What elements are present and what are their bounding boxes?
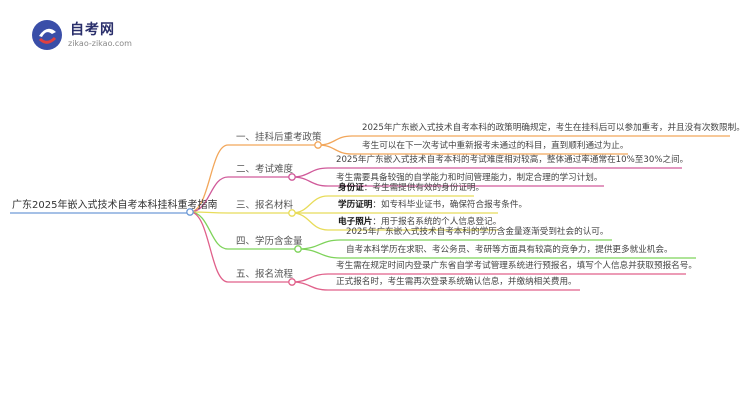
connector-b1-l1 — [317, 135, 730, 146]
leaf-1-2: 考生可以在下一次考试中重新报考未通过的科目，直到顺利通过为止。 — [362, 141, 629, 151]
leaf-3-3-key: 电子照片 — [338, 217, 373, 227]
leaf-2-1: 2025年广东嵌入式技术自考本科的考试难度相对较高，整体通过率通常在10%至30… — [336, 155, 689, 165]
connector-b1 — [189, 144, 318, 213]
connector-b2-l1 — [291, 167, 682, 178]
branch-2-label: 二、考试难度 — [236, 164, 294, 175]
leaf-3-1-key: 身份证 — [338, 183, 364, 193]
root-node: 广东2025年嵌入式技术自考本科挂科重考指南 — [12, 200, 218, 211]
leaf-4-2: 自考本科学历在求职、考公务员、考研等方面具有较高的竞争力，提供更多就业机会。 — [346, 245, 673, 255]
logo-name: 自考网 — [70, 22, 115, 38]
leaf-3-2-key: 学历证明 — [338, 200, 373, 210]
branch-3-label: 三、报名材料 — [236, 200, 294, 211]
leaf-4-1: 2025年广东嵌入式技术自考本科的学历含金量逐渐受到社会的认可。 — [346, 227, 609, 237]
connector-b5 — [189, 211, 292, 283]
logo-url: zikao-zikao.com — [68, 39, 132, 48]
leaf-5-1: 考生需在规定时间内登录广东省自学考试管理系统进行预报名，填写个人信息并获取预报名… — [336, 261, 697, 271]
branch-5-label: 五、报名流程 — [236, 269, 294, 280]
leaf-5-2: 正式报名时，考生需再次登录系统确认信息，并缴纳相关费用。 — [336, 277, 577, 287]
connector-b2 — [189, 176, 292, 213]
connector-b5-l2 — [291, 281, 580, 291]
connector-b3-l3 — [291, 212, 498, 231]
connector-b4-l2 — [297, 248, 696, 259]
connector-b3 — [189, 211, 292, 214]
root-node-dot — [186, 208, 194, 216]
connector-b1-l2 — [317, 144, 628, 155]
branch-1-label: 一、挂科后重考政策 — [236, 132, 322, 143]
branch-3-dot — [288, 209, 296, 217]
connector-b4 — [189, 211, 298, 250]
leaf-1-1: 2025年广东嵌入式技术自考本科的政策明确规定，考生在挂科后可以参加重考，并且没… — [362, 123, 745, 133]
connector-b4-l1 — [297, 239, 612, 250]
leaf-3-2: 学历证明：如专科毕业证书，确保符合报考条件。 — [338, 199, 527, 212]
branch-1-dot — [314, 141, 322, 149]
leaf-3-3-text: ：用于报名系统的个人信息登记。 — [372, 217, 502, 227]
leaf-3-3: 电子照片：用于报名系统的个人信息登记。 — [338, 216, 501, 229]
branch-4-label: 四、学历含金量 — [236, 236, 303, 247]
branch-4-dot — [294, 245, 302, 253]
leaf-3-1: 身份证：考生需提供有效的身份证明。 — [338, 182, 484, 195]
branch-2-dot — [288, 173, 296, 181]
leaf-3-1-text: ：考生需提供有效的身份证明。 — [363, 183, 485, 193]
connector-b2-l2 — [291, 176, 604, 187]
leaf-2-2: 考生需要具备较强的自学能力和时间管理能力，制定合理的学习计划。 — [336, 173, 603, 183]
leaf-3-2-text: ：如专科毕业证书，确保符合报考条件。 — [372, 200, 528, 210]
logo-icon — [32, 20, 62, 50]
branch-5-dot — [288, 278, 296, 286]
